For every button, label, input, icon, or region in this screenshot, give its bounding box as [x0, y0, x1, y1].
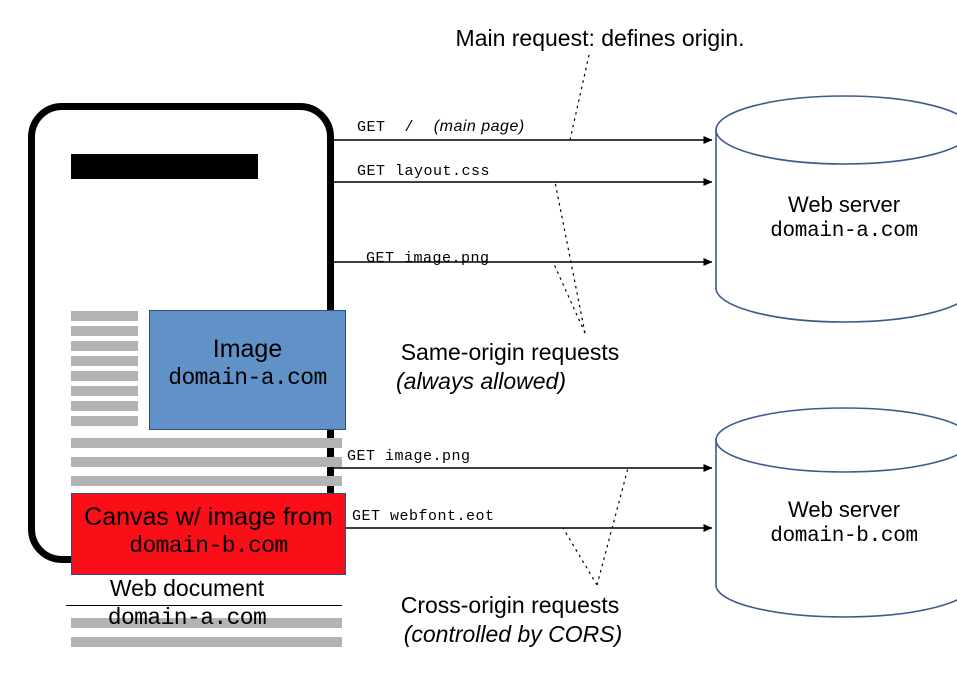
image-box-label: Image [212, 335, 283, 363]
request-label-image-png-same: GET image.png [366, 250, 490, 267]
annotation-same-origin-subtitle: (always allowed) [395, 368, 567, 394]
web-document: Image domain-a.com Canvas w/ image from … [28, 103, 346, 647]
annotation-cross-origin-title: Cross-origin requests [400, 592, 620, 618]
request-arrow-image-png-same [303, 254, 713, 270]
leader-cross-origin [562, 467, 629, 586]
leader-main-request [569, 54, 590, 141]
document-divider [66, 605, 342, 606]
server-a-title: Web server [787, 192, 901, 217]
text-bar-short [71, 371, 138, 381]
text-bar-short [71, 386, 138, 396]
server-b-domain: domain-b.com [770, 525, 918, 548]
server-a-domain: domain-a.com [770, 220, 918, 243]
document-caption-title: Web document [109, 575, 265, 601]
text-bar-wide [71, 438, 342, 448]
request-label-layout-css: GET layout.css [357, 163, 491, 180]
server-b-title: Web server [787, 497, 901, 522]
annotation-cross-origin-subtitle: (controlled by CORS) [403, 621, 623, 647]
text-bar-wide [71, 476, 342, 486]
request-arrow-webfont-eot [286, 520, 713, 536]
leader-same-origin [552, 181, 586, 334]
text-bar-wide [71, 637, 342, 647]
web-document-content: Image domain-a.com Canvas w/ image from … [35, 110, 346, 647]
text-bar-short [71, 326, 138, 336]
annotation-same-origin-title: Same-origin requests [400, 339, 620, 365]
request-arrow-layout-css [275, 174, 713, 190]
text-bar-short [71, 401, 138, 411]
text-bar-short [71, 356, 138, 366]
request-label-image-png-cross: GET image.png [347, 448, 471, 465]
server-cylinder-b [715, 407, 957, 618]
text-bar-short [71, 416, 138, 426]
canvas-box-label: Canvas w/ image from [84, 503, 333, 531]
image-box: Image domain-a.com [149, 310, 346, 430]
text-bar-short [71, 311, 138, 321]
request-label-webfont-eot: GET webfont.eot [352, 508, 495, 525]
document-header-bar [71, 154, 258, 179]
server-cylinder-a [715, 95, 957, 323]
text-bar-wide [71, 457, 342, 467]
text-bar-short [71, 341, 138, 351]
text-bar-wide [71, 618, 342, 628]
page-title: Main request: defines origin. [455, 25, 745, 51]
canvas-box-domain: domain-b.com [129, 533, 288, 559]
image-box-domain: domain-a.com [168, 365, 327, 391]
canvas-box: Canvas w/ image from domain-b.com [71, 493, 346, 575]
request-label-main-page: GET / (main page) [357, 118, 525, 136]
document-caption-domain: domain-a.com [107, 605, 267, 631]
